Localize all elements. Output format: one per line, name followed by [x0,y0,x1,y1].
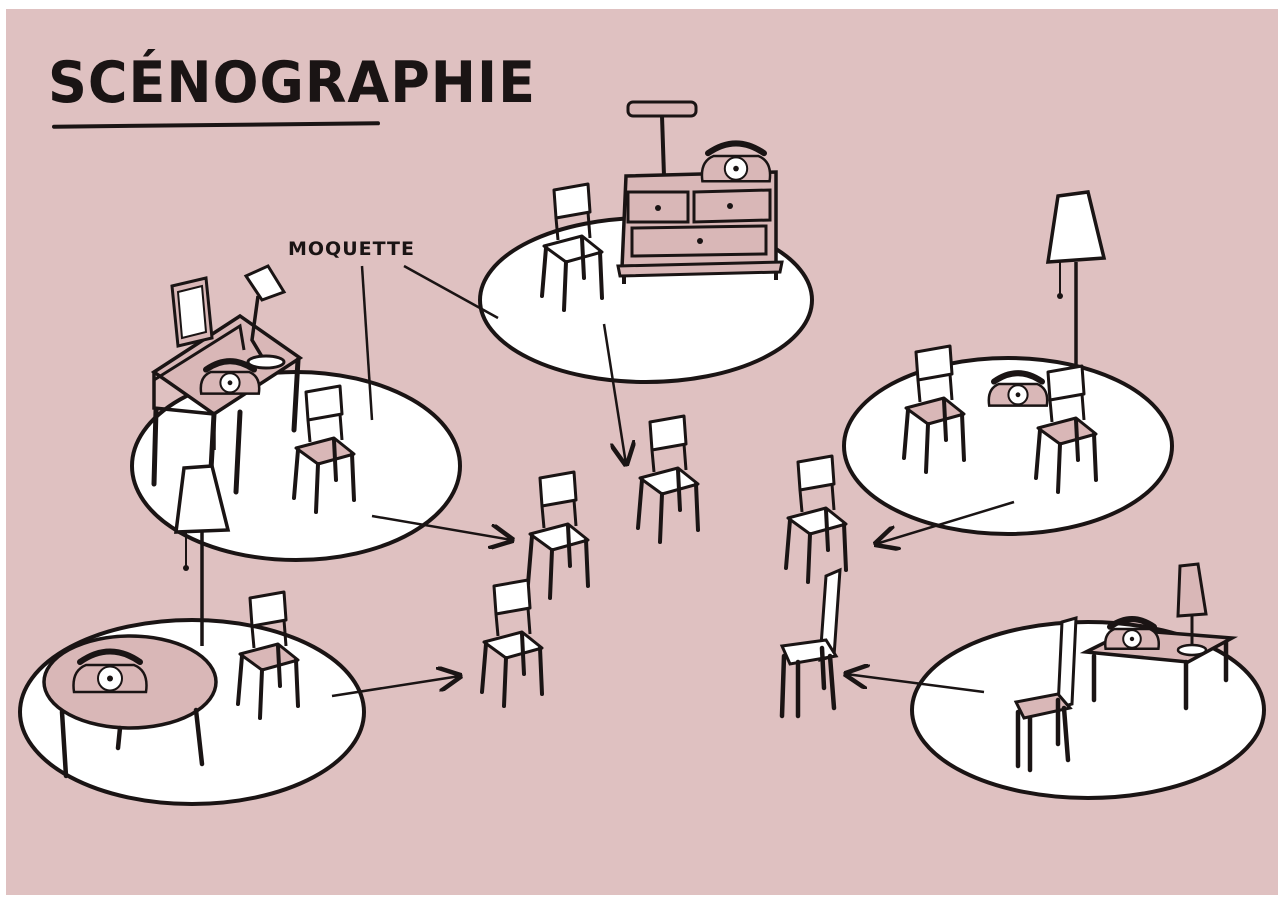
moquette-leader-lines [362,266,498,420]
floor-lamp-icon [1048,192,1104,368]
center-chair [784,454,848,584]
center-chair [526,470,590,600]
floor-lamp-icon [176,466,228,646]
arrow-top-to-center [604,324,626,464]
arrow-bottom-right-to-center [846,674,984,692]
lamp-on-dresser [628,102,696,176]
arrow-right-to-center [876,502,1014,544]
telephone-icon [702,143,770,181]
arrow-left-to-center [372,516,512,540]
rug-bottom-right [912,622,1264,798]
arrow-bottom-left-to-center [332,676,460,696]
table-lamp-icon [1178,564,1206,655]
center-chair [636,414,700,544]
desk [154,316,300,492]
center-chair [782,570,840,716]
center-chair [480,578,544,708]
rug-bottom-right-chair [1016,618,1076,770]
arrows [332,324,1014,696]
page-title: SCÉNOGRAPHIE [48,49,536,116]
mirror [172,278,212,346]
dresser [618,172,782,284]
desk-lamp-icon [246,266,284,368]
moquette-label: MOQUETTE [288,238,415,260]
